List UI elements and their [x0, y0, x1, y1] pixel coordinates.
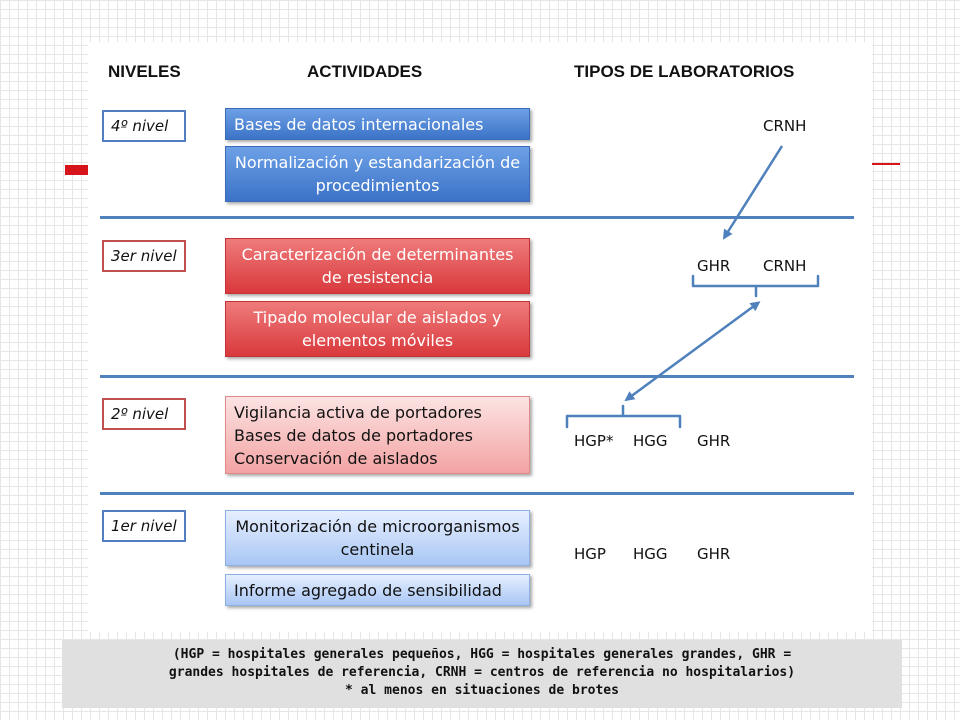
lab-label-hgg-1: HGG — [633, 545, 668, 563]
activity-text-line1: Vigilancia activa de portadores — [234, 402, 482, 422]
lab-label-ghr-1: GHR — [697, 545, 731, 563]
caption-line-3: * al menos en situaciones de brotes — [345, 683, 619, 698]
activity-text-line2: de resistencia — [321, 268, 434, 287]
activity-normalizacion: Normalización y estandarización de proce… — [225, 146, 530, 202]
bracket-hgp-hgg — [565, 404, 682, 429]
activity-text: Informe agregado de sensibilidad — [234, 580, 502, 600]
activity-text-line2: elementos móviles — [301, 331, 454, 350]
activity-text: Bases de datos internacionales — [234, 114, 484, 134]
red-accent-bar-right — [868, 163, 900, 165]
activity-text-line2: Bases de datos de portadores — [234, 425, 473, 445]
lab-label-hgp-star-2: HGP* — [574, 432, 614, 450]
lab-label-crnh-4: CRNH — [763, 117, 807, 135]
caption-legend: (HGP = hospitales generales pequeños, HG… — [62, 640, 902, 708]
activity-text-line1: Monitorización de microorganismos — [235, 517, 520, 536]
activity-monitorizacion: Monitorización de microorganismos centin… — [225, 510, 530, 566]
level-box-4: 4º nivel — [102, 110, 186, 142]
red-accent-bar-left — [65, 165, 95, 175]
level-separator-3 — [100, 492, 854, 495]
level-separator-1 — [100, 216, 854, 219]
activity-text-line1: Normalización y estandarización de — [234, 153, 521, 172]
bracket-ghr-crnh — [691, 274, 820, 298]
activity-informe-agregado: Informe agregado de sensibilidad — [225, 574, 530, 606]
header-actividades: ACTIVIDADES — [307, 62, 423, 81]
header-niveles: NIVELES — [108, 62, 181, 81]
level-box-2: 2º nivel — [102, 398, 186, 430]
lab-label-hgg-2: HGG — [633, 432, 668, 450]
level-separator-2 — [100, 375, 854, 378]
activity-text-line2: centinela — [340, 540, 415, 559]
lab-label-hgp-1: HGP — [574, 545, 606, 563]
activity-vigilancia-group: Vigilancia activa de portadores Bases de… — [225, 396, 530, 474]
activity-text-line3: Conservación de aislados — [234, 448, 438, 468]
activity-text-line1: Caracterización de determinantes — [241, 245, 514, 264]
lab-label-crnh-3: CRNH — [763, 257, 807, 275]
arrow-crnh-to-ghr — [722, 145, 784, 240]
activity-tipado-molecular: Tipado molecular de aislados y elementos… — [225, 301, 530, 357]
header-tipos-laboratorios: TIPOS DE LABORATORIOS — [574, 62, 795, 81]
activity-text-line1: Tipado molecular de aislados y — [253, 308, 502, 327]
double-arrow-level3-level2 — [624, 301, 761, 402]
level-box-1: 1er nivel — [102, 510, 186, 542]
activity-caracterizacion: Caracterización de determinantes de resi… — [225, 238, 530, 294]
activity-text-line2: procedimientos — [315, 176, 440, 195]
caption-line-1: (HGP = hospitales generales pequeños, HG… — [172, 647, 792, 662]
level-box-3: 3er nivel — [102, 240, 186, 272]
activity-bases-datos-internacionales: Bases de datos internacionales — [225, 108, 530, 140]
lab-label-ghr-2: GHR — [697, 432, 731, 450]
lab-label-ghr-3: GHR — [697, 257, 731, 275]
caption-line-2: grandes hospitales de referencia, CRNH =… — [168, 665, 796, 680]
